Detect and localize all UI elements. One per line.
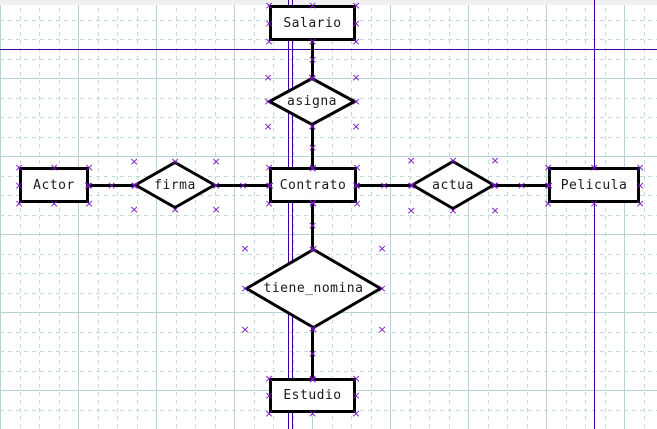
- grid-line-minor-vertical: [351, 0, 352, 429]
- guide-line-guide-vertical-right[interactable]: [594, 0, 595, 429]
- connector-firma-contrato[interactable]: [216, 184, 270, 187]
- grid-line-minor-vertical: [98, 0, 99, 429]
- grid-line-minor-vertical: [371, 0, 372, 429]
- connector-asigna-contrato[interactable]: [311, 126, 314, 168]
- grid-line-major-vertical: [468, 0, 469, 429]
- diamond-shape: [266, 76, 358, 127]
- grid-line-minor-vertical: [566, 0, 567, 429]
- guide-line-guide-vertical-center2[interactable]: [292, 0, 293, 429]
- ruler-strip: [0, 0, 657, 5]
- connector-contrato-tiene_nomina[interactable]: [311, 202, 314, 249]
- relationship-shape-asigna: [266, 76, 358, 127]
- grid-line-major-horizontal: [0, 156, 657, 157]
- diamond-shape: [132, 160, 218, 210]
- relationship-tiene_nomina[interactable]: tiene_nomina: [243, 247, 384, 330]
- grid-line-minor-vertical: [176, 0, 177, 429]
- connector-actor-firma[interactable]: [88, 184, 135, 187]
- grid-line-major-vertical: [546, 0, 547, 429]
- grid-line-minor-vertical: [195, 0, 196, 429]
- grid-line-minor-vertical: [137, 0, 138, 429]
- entity-pelicula[interactable]: Pelicula: [548, 167, 640, 203]
- entity-estudio[interactable]: Estudio: [269, 378, 356, 413]
- grid-line-minor-vertical: [488, 0, 489, 429]
- grid-line-minor-vertical: [293, 0, 294, 429]
- grid-line-minor-vertical: [644, 0, 645, 429]
- entity-salario[interactable]: Salario: [269, 5, 356, 41]
- relationship-shape-firma: [132, 160, 218, 210]
- connector-contrato-actua[interactable]: [356, 184, 412, 187]
- relationship-actua[interactable]: actua: [409, 159, 497, 211]
- grid-line-minor-vertical: [215, 0, 216, 429]
- grid-line-minor-vertical: [585, 0, 586, 429]
- grid-line-minor-vertical: [39, 0, 40, 429]
- grid-line-major-vertical: [624, 0, 625, 429]
- grid-line-major-vertical: [390, 0, 391, 429]
- grid-line-minor-vertical: [20, 0, 21, 429]
- grid-line-minor-vertical: [527, 0, 528, 429]
- grid-line-major-vertical: [0, 0, 1, 429]
- relationship-shape-tiene_nomina: [243, 247, 384, 330]
- entity-contrato[interactable]: Contrato: [269, 167, 357, 203]
- grid-line-minor-horizontal: [0, 351, 657, 352]
- grid-line-minor-vertical: [254, 0, 255, 429]
- grid-line-minor-vertical: [605, 0, 606, 429]
- relationship-shape-actua: [409, 159, 497, 211]
- grid-line-minor-horizontal: [0, 137, 657, 138]
- connector-actua-pelicula[interactable]: [494, 184, 549, 187]
- grid-line-minor-horizontal: [0, 215, 657, 216]
- grid-line-minor-vertical: [332, 0, 333, 429]
- connector-salario-asigna[interactable]: [311, 41, 314, 78]
- relationship-asigna[interactable]: asigna: [266, 76, 358, 127]
- grid-line-major-vertical: [234, 0, 235, 429]
- grid-line-minor-vertical: [410, 0, 411, 429]
- grid-line-minor-vertical: [59, 0, 60, 429]
- grid-line-major-vertical: [156, 0, 157, 429]
- diamond-shape: [409, 159, 497, 211]
- grid-line-minor-vertical: [429, 0, 430, 429]
- grid-line-major-vertical: [78, 0, 79, 429]
- grid-line-minor-vertical: [507, 0, 508, 429]
- grid-line-major-horizontal: [0, 234, 657, 235]
- guide-line-guide-horizontal-top[interactable]: [0, 49, 657, 50]
- entity-actor[interactable]: Actor: [19, 167, 89, 203]
- grid-line-minor-horizontal: [0, 332, 657, 333]
- grid-line-minor-horizontal: [0, 59, 657, 60]
- relationship-firma[interactable]: firma: [132, 160, 218, 210]
- diamond-shape: [243, 247, 384, 330]
- grid-line-minor-vertical: [273, 0, 274, 429]
- grid-line-minor-vertical: [117, 0, 118, 429]
- grid-line-minor-horizontal: [0, 371, 657, 372]
- grid-line-minor-vertical: [449, 0, 450, 429]
- connector-tiene_nomina-estudio[interactable]: [311, 328, 314, 379]
- guide-line-guide-vertical-center[interactable]: [288, 0, 289, 429]
